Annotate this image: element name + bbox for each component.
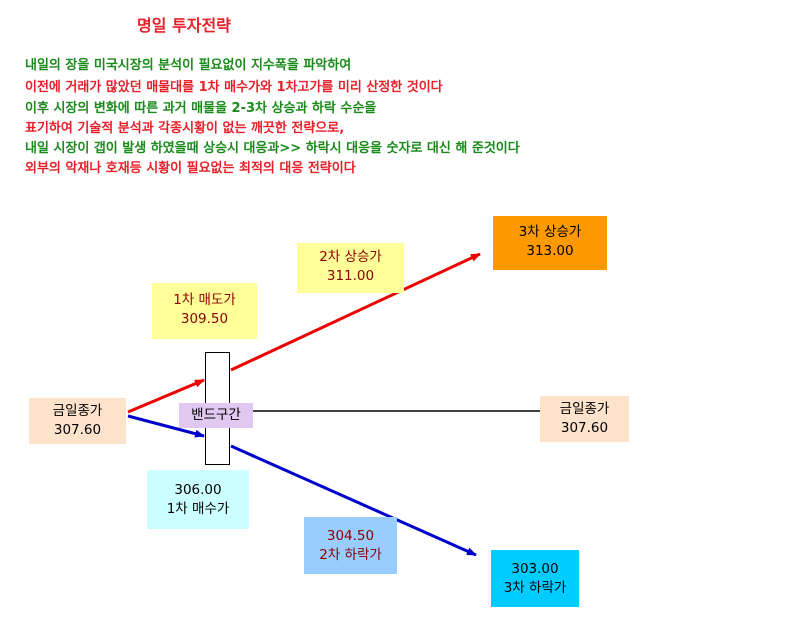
first-sell-label: 1차 매도가 <box>173 292 236 308</box>
third-down-value: 303.00 <box>511 561 559 577</box>
description-line-6: 외부의 악재나 호재등 시황이 필요없는 최적의 대응 전략이다 <box>25 161 356 176</box>
third-up-label: 3차 상승가 <box>518 224 582 240</box>
close-right-value: 307.60 <box>560 420 609 436</box>
first-buy-value: 306.00 <box>174 482 222 498</box>
page-title: 명일 투자전략 <box>137 16 231 35</box>
first-sell-box: 1차 매도가 309.50 <box>152 283 257 339</box>
third-down-box: 303.00 3차 하락가 <box>491 550 579 607</box>
description-line-1: 내일의 장을 미국시장의 분석이 필요없이 지수폭을 파악하여 <box>25 58 352 73</box>
close-right-label: 금일종가 <box>559 401 610 417</box>
band-label: 밴드구간 <box>191 407 241 423</box>
band-label-box: 밴드구간 <box>179 403 253 428</box>
third-down-label: 3차 하락가 <box>503 580 567 596</box>
third-up-value: 313.00 <box>526 243 574 259</box>
close-left-value: 307.60 <box>53 422 102 438</box>
description-line-5: 내일 시장이 갭이 발생 하였을때 상승시 대응과>> 하락시 대응을 숫자로 … <box>25 141 520 156</box>
close-left-box: 금일종가 307.60 <box>29 398 126 444</box>
up-arrow-to-third-up <box>230 252 481 372</box>
down-arrow-to-third-down <box>230 444 477 557</box>
second-up-label: 2차 상승가 <box>319 249 382 265</box>
first-sell-value: 309.50 <box>180 311 229 327</box>
close-left-label: 금일종가 <box>52 403 103 419</box>
description-line-4: 표기하여 기술적 분석과 각종시황이 없는 깨끗한 전략으로, <box>25 121 345 136</box>
first-buy-box: 306.00 1차 매수가 <box>147 470 249 529</box>
third-up-box: 3차 상승가 313.00 <box>493 216 607 270</box>
description-line-2: 이전에 거래가 많았던 매물대를 1차 매수가와 1차고가를 미리 산정한 것이… <box>25 80 443 95</box>
second-up-value: 311.00 <box>326 268 375 284</box>
second-up-box: 2차 상승가 311.00 <box>297 243 404 293</box>
description-line-3: 이후 시장의 변화에 따른 과거 매물을 2-3차 상승과 하락 수순을 <box>25 101 377 116</box>
close-right-box: 금일종가 307.60 <box>540 396 629 442</box>
down-arrow-to-band <box>127 414 205 438</box>
second-down-value: 304.50 <box>326 528 375 544</box>
first-buy-label: 1차 매수가 <box>166 501 230 517</box>
up-arrow-to-band <box>127 378 205 414</box>
second-down-label: 2차 하락가 <box>319 547 382 563</box>
second-down-box: 304.50 2차 하락가 <box>304 517 397 574</box>
